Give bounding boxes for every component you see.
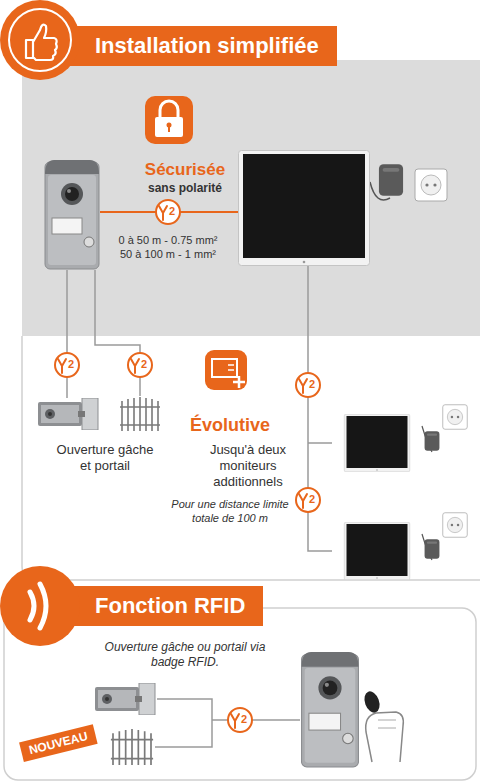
wire-count: 2 [68, 358, 74, 371]
section-banner: Fonction RFID [80, 586, 263, 626]
feature-subtitle: sans polarité [130, 181, 240, 195]
feature-note: Pour une distance limite totale de 100 m [168, 497, 292, 525]
device-caption: Ouverture gâche et portail [56, 442, 154, 474]
feature-heading: Évolutive [190, 415, 270, 437]
wire-count: 2 [241, 713, 247, 726]
wire-count: 2 [309, 493, 315, 506]
cable-spec: 0 à 50 m - 0.75 mm² [103, 234, 233, 247]
title-banner: Installation simplifiée [80, 26, 337, 66]
feature-note: Ouverture gâche ou portail via badge RFI… [98, 640, 273, 670]
feature-text: Jusqu'à deux moniteurs additionnels [194, 442, 302, 490]
feature-heading: Sécurisée [130, 160, 240, 180]
wire-count: 2 [169, 205, 175, 218]
node-text: Fonction RFID [95, 593, 245, 618]
wire-count: 2 [141, 358, 147, 371]
wire-count: 2 [309, 378, 315, 391]
cable-spec: 50 à 100 m - 1 mm² [103, 248, 233, 261]
